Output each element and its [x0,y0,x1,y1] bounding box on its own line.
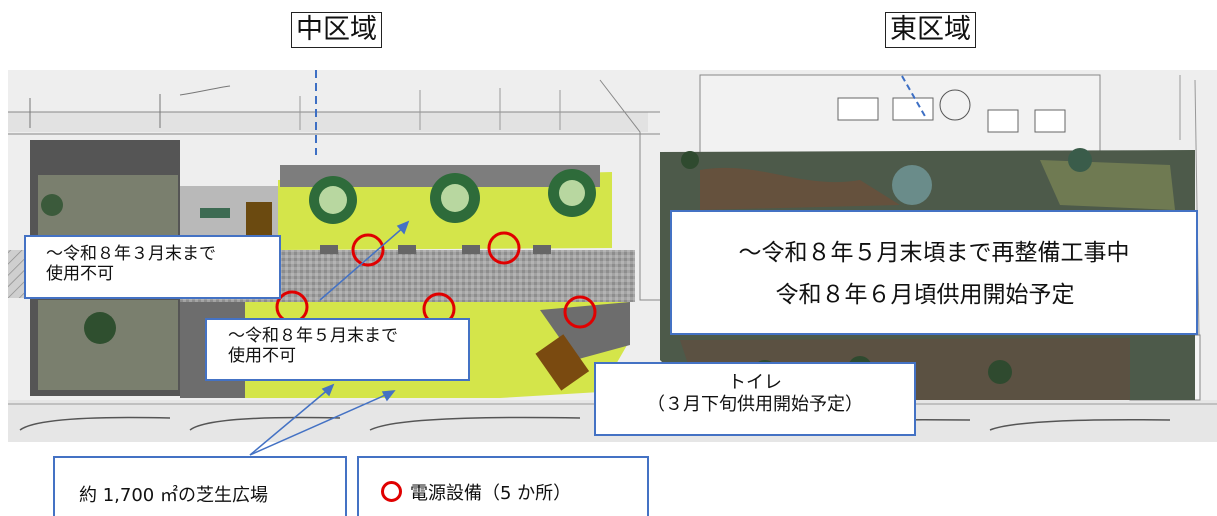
callout-line: ～令和８年５月末まで [228,326,398,346]
callout-line: ～令和８年５月末頃まで再整備工事中 [738,240,1130,266]
lawn-area-legend: 約 1,700 ㎡の芝生広場 [53,456,347,516]
callout-line: ～令和８年３月末まで [46,244,216,264]
power-equipment-markers [275,231,597,329]
callout-line: 令和８年６月頃供用開始予定 [775,282,1075,308]
power-equipment-legend: 電源設備（5 か所） [357,456,649,516]
east-district-label: 東区域 [885,12,976,48]
callout-line: 使用不可 [46,264,114,284]
east-construction-callout: ～令和８年５月末頃まで再整備工事中 令和８年６月頃供用開始予定 [670,210,1198,335]
central-south-closure-callout: ～令和８年５月末まで 使用不可 [205,318,470,381]
lawn-area-label: 約 1,700 ㎡の芝生広場 [79,485,268,506]
power-equipment-label: 電源設備（5 か所） [410,483,572,504]
callout-line: トイレ [728,372,782,393]
power-marker-icon [381,481,402,502]
toilet-callout: トイレ （３月下旬供用開始予定） [594,362,916,436]
tree-icons [309,169,596,224]
central-district-label: 中区域 [291,12,382,48]
callout-line: （３月下旬供用開始予定） [647,394,863,415]
callout-line: 使用不可 [228,346,296,366]
central-north-closure-callout: ～令和８年３月末まで 使用不可 [24,235,281,299]
leader-lines [249,220,410,456]
